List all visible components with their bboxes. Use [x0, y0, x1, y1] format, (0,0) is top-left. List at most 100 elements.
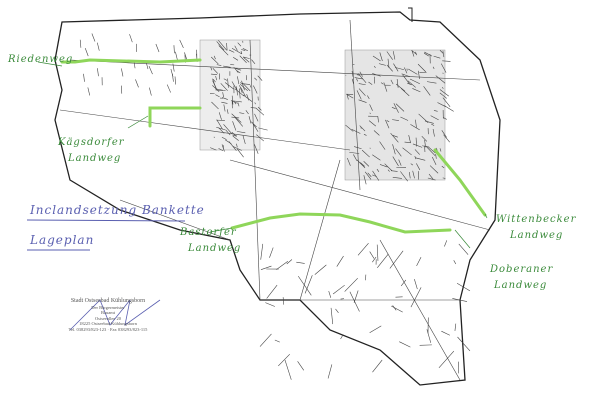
street	[216, 64, 222, 66]
street	[412, 170, 415, 179]
street	[242, 94, 253, 102]
street	[332, 284, 345, 295]
street	[386, 120, 390, 123]
street	[422, 145, 430, 148]
street	[379, 141, 386, 150]
street	[372, 174, 377, 177]
label-line: Landweg	[188, 243, 242, 254]
street	[367, 172, 372, 178]
street	[424, 52, 430, 57]
label-line: Bastorfer	[180, 227, 237, 238]
street	[372, 256, 377, 263]
street	[372, 55, 381, 62]
street	[236, 131, 246, 134]
street	[369, 112, 371, 115]
street	[392, 135, 398, 138]
town-boundary	[54, 11, 501, 386]
street	[251, 59, 256, 64]
street-network	[59, 19, 491, 381]
street	[232, 135, 239, 141]
street	[221, 101, 228, 104]
street	[245, 110, 249, 115]
street	[232, 100, 242, 103]
street	[345, 124, 354, 132]
street	[387, 169, 390, 172]
street	[425, 145, 436, 156]
street	[400, 116, 409, 121]
street	[91, 33, 96, 42]
street	[242, 82, 251, 92]
street	[210, 73, 218, 76]
street	[212, 85, 220, 93]
street	[340, 334, 344, 340]
street	[223, 78, 228, 81]
street	[431, 156, 437, 166]
street	[234, 88, 245, 97]
street	[172, 63, 175, 72]
street	[330, 307, 334, 325]
street	[383, 82, 388, 92]
street	[210, 66, 213, 71]
street	[234, 117, 243, 127]
street	[237, 42, 242, 47]
street	[297, 361, 305, 371]
street	[426, 329, 432, 343]
street	[409, 172, 411, 179]
street	[368, 120, 377, 127]
street	[223, 124, 233, 135]
street	[344, 277, 358, 292]
stamp-line: 18225 Ostseebad Kühlungsborn	[79, 321, 137, 326]
label-line: Wittenbecker	[496, 214, 577, 225]
street	[259, 333, 272, 347]
street	[458, 243, 469, 255]
street	[416, 257, 422, 267]
street	[231, 95, 234, 105]
street	[354, 77, 363, 80]
street	[260, 243, 264, 260]
street	[257, 75, 263, 81]
street	[390, 132, 399, 143]
street	[234, 45, 238, 51]
street	[438, 350, 455, 368]
street	[423, 86, 431, 96]
street	[266, 284, 278, 299]
street	[218, 40, 228, 51]
street	[212, 78, 217, 89]
urban-west	[199, 39, 446, 181]
street	[389, 250, 404, 269]
street	[241, 80, 245, 91]
street	[410, 124, 420, 131]
street	[363, 161, 370, 167]
street	[129, 34, 133, 43]
street	[250, 107, 257, 109]
street	[392, 51, 396, 60]
street	[435, 147, 438, 151]
street	[392, 305, 397, 311]
street	[349, 152, 360, 154]
street	[265, 302, 275, 307]
street	[232, 146, 242, 151]
street	[347, 157, 351, 166]
street	[328, 291, 332, 298]
street	[282, 297, 285, 305]
label-line: Landweg	[68, 153, 122, 164]
street	[359, 125, 366, 132]
street	[404, 67, 408, 74]
street	[215, 88, 226, 92]
routes	[60, 58, 487, 234]
street	[286, 259, 293, 265]
street	[424, 120, 434, 124]
street	[87, 87, 91, 96]
street	[432, 128, 435, 137]
street	[435, 154, 437, 159]
street	[215, 76, 217, 81]
street	[335, 308, 339, 313]
street	[431, 123, 435, 126]
street	[416, 163, 421, 171]
street	[236, 70, 241, 74]
street	[175, 51, 178, 60]
street	[256, 134, 265, 142]
street	[439, 148, 442, 152]
street	[372, 170, 380, 181]
